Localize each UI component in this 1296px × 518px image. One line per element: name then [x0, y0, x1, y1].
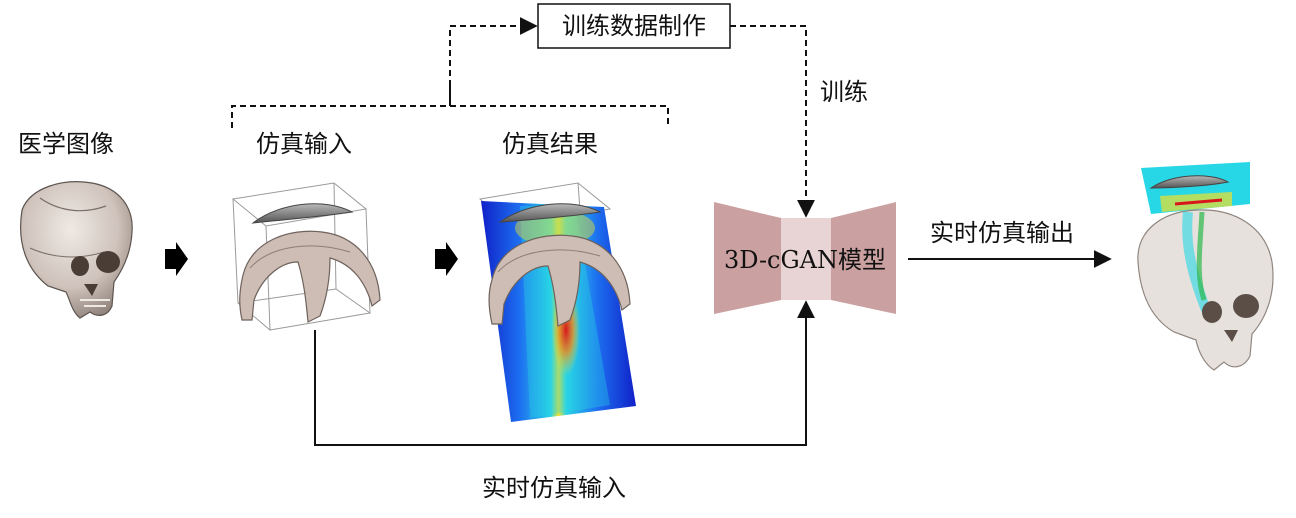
- flow-arrow-2: [435, 242, 458, 276]
- skull-image-left: [20, 181, 133, 319]
- arrow-train: [730, 25, 815, 218]
- sim-result-image: [478, 182, 636, 422]
- data-prep-box: [537, 3, 731, 49]
- dashed-bracket: [231, 105, 669, 128]
- flow-arrow-1: [165, 242, 188, 276]
- sim-input-image: [231, 182, 381, 332]
- label-data-prep: 训练数据制作: [562, 12, 706, 40]
- model-decoder: [831, 202, 896, 314]
- model-block: [714, 202, 896, 314]
- output-skull-image: [1137, 162, 1274, 371]
- label-sim-result: 仿真结果: [502, 130, 598, 158]
- model-bottleneck: [781, 218, 831, 300]
- label-train: 训练: [820, 78, 868, 106]
- label-realtime-input: 实时仿真输入: [482, 474, 626, 502]
- label-sim-input: 仿真输入: [256, 130, 352, 158]
- label-model: 3D-cGAN模型: [724, 246, 886, 274]
- model-encoder: [714, 202, 781, 314]
- arrow-to-data-prep: [449, 17, 538, 86]
- label-realtime-output: 实时仿真输出: [930, 219, 1074, 247]
- label-medical-image: 医学图像: [18, 130, 114, 158]
- arrow-realtime-input: [314, 300, 815, 446]
